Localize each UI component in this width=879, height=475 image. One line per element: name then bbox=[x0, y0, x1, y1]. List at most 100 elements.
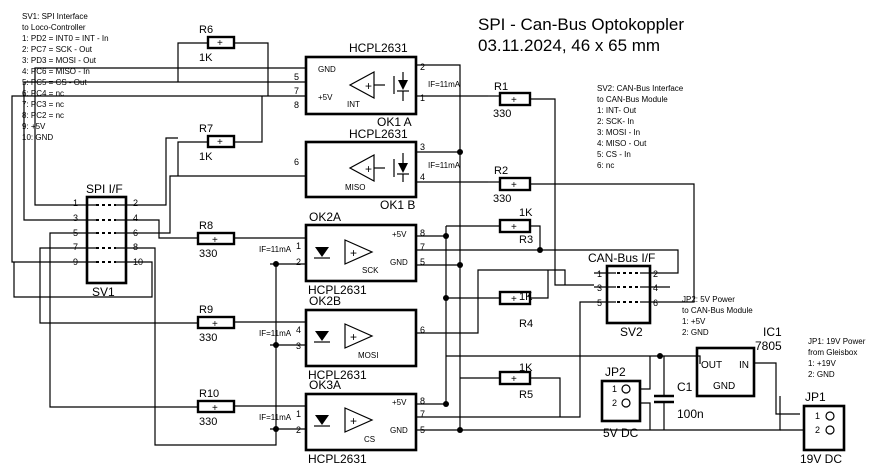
jp1-connector: 1 2 JP1 19V DC bbox=[780, 390, 846, 466]
resistor-r9: + R9 330 bbox=[196, 304, 306, 344]
svg-text:+: + bbox=[365, 162, 372, 176]
regulator-ic1: OUT IN GND IC1 7805 bbox=[695, 325, 800, 415]
svg-text:2: 2 bbox=[133, 198, 138, 208]
svg-text:1: 1 bbox=[612, 384, 617, 394]
svg-text:8: PC2 = nc: 8: PC2 = nc bbox=[22, 111, 64, 120]
resistor-r6: + R6 1K bbox=[177, 24, 269, 96]
sv2-notes: SV2: CAN-Bus Interface to CAN-Bus Module… bbox=[597, 84, 684, 170]
svg-text:CS: CS bbox=[364, 435, 375, 444]
svg-text:from Gleisbox: from Gleisbox bbox=[808, 348, 857, 357]
svg-text:5: CS - In: 5: CS - In bbox=[597, 150, 631, 159]
svg-text:+: + bbox=[350, 246, 357, 260]
svg-text:8: 8 bbox=[133, 242, 138, 252]
svg-text:6: PC4 = nc: 6: PC4 = nc bbox=[22, 89, 64, 98]
svg-text:+: + bbox=[217, 137, 223, 148]
svg-text:3: 3 bbox=[420, 142, 425, 152]
svg-text:4: PC6 = MISO - In: 4: PC6 = MISO - In bbox=[22, 67, 90, 76]
svg-text:1: 1 bbox=[296, 409, 301, 419]
svg-text:IF=11mA: IF=11mA bbox=[428, 161, 461, 170]
resistor-r1: + R1 330 bbox=[488, 81, 594, 286]
svg-text:OK2B: OK2B bbox=[309, 294, 341, 308]
sv1-header: SPI I/F bbox=[86, 182, 123, 196]
jp2-notes: JP2: 5V Power to CAN-Bus Module 1: +5V 2… bbox=[682, 295, 753, 337]
svg-text:+5V: +5V bbox=[318, 93, 333, 102]
svg-text:5: 5 bbox=[597, 298, 602, 308]
title-line1: SPI - Can-Bus Optokoppler bbox=[478, 15, 684, 34]
svg-text:JP2: 5V Power: JP2: 5V Power bbox=[682, 295, 735, 304]
svg-text:R4: R4 bbox=[519, 318, 533, 330]
svg-text:OK1 A: OK1 A bbox=[377, 115, 412, 129]
svg-text:6: 6 bbox=[653, 298, 658, 308]
svg-text:IN: IN bbox=[739, 360, 749, 371]
svg-text:8: 8 bbox=[420, 228, 425, 238]
svg-text:2: 2 bbox=[653, 269, 658, 279]
svg-text:R6: R6 bbox=[199, 24, 213, 36]
svg-text:IF=11mA: IF=11mA bbox=[428, 80, 461, 89]
opto-ok3a: OK3A HCPL2631 1 2 8 7 5 +5V CS GND + bbox=[296, 378, 425, 466]
svg-text:+: + bbox=[365, 79, 372, 93]
svg-text:SV1: SPI Interface: SV1: SPI Interface bbox=[22, 12, 88, 21]
resistor-r8: + R8 330 bbox=[196, 220, 306, 260]
svg-text:1: 1 bbox=[296, 241, 301, 251]
svg-text:R10: R10 bbox=[199, 388, 219, 400]
svg-text:1: +19V: 1: +19V bbox=[808, 359, 836, 368]
svg-text:330: 330 bbox=[199, 332, 217, 344]
svg-text:IF=11mA: IF=11mA bbox=[259, 413, 292, 422]
resistor-r7: + R7 1K bbox=[177, 96, 263, 176]
svg-text:+: + bbox=[217, 38, 223, 49]
svg-text:2: GND: 2: GND bbox=[682, 328, 709, 337]
svg-text:4: 4 bbox=[653, 283, 658, 293]
svg-text:+: + bbox=[350, 330, 357, 344]
svg-text:8: 8 bbox=[294, 100, 299, 110]
svg-text:MISO: MISO bbox=[345, 183, 365, 192]
resistor-r2: + R2 330 bbox=[488, 165, 695, 303]
svg-text:GND: GND bbox=[713, 381, 735, 392]
svg-text:7: 7 bbox=[420, 242, 425, 252]
svg-text:R1: R1 bbox=[494, 81, 508, 93]
opto-ok2b: OK2B HCPL2631 4 3 6 MOSI + bbox=[296, 294, 425, 382]
svg-text:4: 4 bbox=[420, 172, 425, 182]
sv2-connector: CAN-Bus I/F SV2 1 2 3 4 5 6 bbox=[588, 251, 670, 339]
svg-text:MOSI: MOSI bbox=[358, 351, 378, 360]
svg-text:9: 9 bbox=[73, 257, 78, 267]
svg-text:2: PC7 = SCK - Out: 2: PC7 = SCK - Out bbox=[22, 45, 93, 54]
svg-text:2: 2 bbox=[815, 425, 820, 435]
svg-text:9: +5V: 9: +5V bbox=[22, 122, 46, 131]
svg-text:19V DC: 19V DC bbox=[800, 452, 842, 466]
svg-text:C1: C1 bbox=[677, 380, 693, 394]
opto-ok1a: HCPL2631 OK1 A 5 7 8 2 1 GND +5V INT + I… bbox=[294, 41, 461, 129]
svg-text:+: + bbox=[212, 403, 218, 414]
svg-text:+5V: +5V bbox=[392, 230, 407, 239]
sv2-name: SV2 bbox=[620, 325, 643, 339]
svg-text:7: 7 bbox=[420, 409, 425, 419]
svg-text:OK1 B: OK1 B bbox=[380, 198, 415, 212]
svg-text:2: 2 bbox=[612, 398, 617, 408]
svg-text:GND: GND bbox=[318, 65, 336, 74]
svg-text:IF=11mA: IF=11mA bbox=[259, 245, 292, 254]
jp1-notes: JP1: 19V Power from Gleisbox 1: +19V 2: … bbox=[808, 337, 866, 379]
svg-text:+: + bbox=[511, 180, 517, 191]
svg-text:HCPL2631: HCPL2631 bbox=[308, 283, 367, 297]
sv1-name: SV1 bbox=[92, 285, 115, 299]
svg-text:+5V: +5V bbox=[392, 398, 407, 407]
svg-text:4: MISO - Out: 4: MISO - Out bbox=[597, 139, 647, 148]
svg-text:7: 7 bbox=[294, 86, 299, 96]
svg-text:SCK: SCK bbox=[362, 266, 379, 275]
svg-text:5: 5 bbox=[294, 72, 299, 82]
svg-text:2: GND: 2: GND bbox=[808, 370, 835, 379]
svg-text:+: + bbox=[511, 222, 517, 233]
svg-text:100n: 100n bbox=[677, 407, 704, 421]
svg-text:+: + bbox=[511, 95, 517, 106]
svg-text:HCPL2631: HCPL2631 bbox=[349, 41, 408, 55]
svg-text:IC1: IC1 bbox=[763, 325, 782, 339]
title-line2: 03.11.2024, 46 x 65 mm bbox=[478, 36, 660, 55]
svg-text:1K: 1K bbox=[519, 291, 533, 303]
svg-text:3: 3 bbox=[296, 341, 301, 351]
svg-text:1: +5V: 1: +5V bbox=[682, 317, 706, 326]
svg-text:330: 330 bbox=[199, 248, 217, 260]
svg-text:INT: INT bbox=[347, 100, 360, 109]
svg-text:1: 1 bbox=[597, 269, 602, 279]
svg-text:2: 2 bbox=[420, 62, 425, 72]
